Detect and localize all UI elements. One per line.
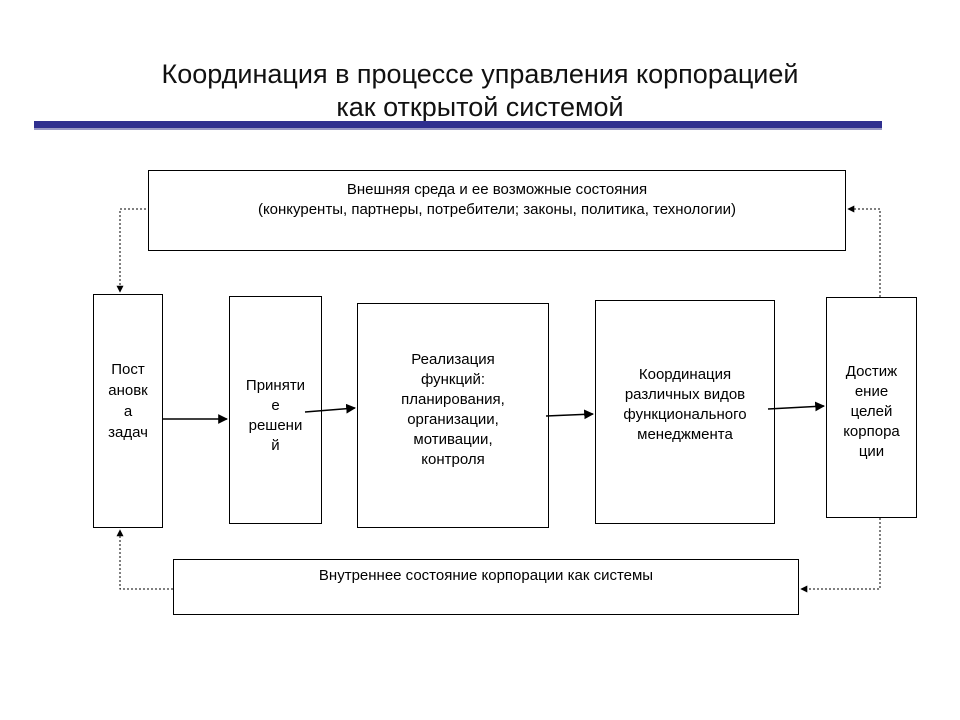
coordination-line: функционального	[623, 406, 747, 423]
internal-state-box	[173, 559, 799, 615]
coordination-line: Координация	[638, 366, 732, 383]
title-underline-bar	[34, 121, 882, 128]
goal-achievement-line: Достиж	[845, 363, 898, 380]
arrow-coordination-to-goals	[767, 401, 825, 412]
functions-implementation-line: контроля	[421, 451, 485, 468]
arrow-functions-to-coordination	[545, 409, 594, 420]
task-setting-text: Пост ановк а задач	[93, 359, 163, 443]
external-environment-line-1: Внешняя среда и ее возможные состояния	[346, 181, 648, 198]
internal-state-text: Внутреннее состояние корпорации как сист…	[173, 566, 799, 586]
coordination-line: менеджмента	[637, 426, 733, 443]
task-setting-line: Пост	[111, 361, 145, 378]
dotted-link-internal-to-task	[116, 529, 173, 590]
functions-implementation-line: функций:	[420, 371, 486, 388]
functions-implementation-line: мотивации,	[413, 431, 493, 448]
goal-achievement-text: Достиж ение целей корпора ции	[826, 362, 917, 462]
task-setting-line: ановк	[108, 382, 148, 399]
functions-implementation-box	[357, 303, 549, 528]
dotted-link-goals-to-external	[847, 205, 881, 297]
decision-making-line: й	[271, 437, 280, 454]
functions-implementation-line: планирования,	[401, 391, 505, 408]
coordination-text: Координация различных видов функциональн…	[595, 365, 775, 445]
external-environment-text: Внешняя среда и ее возможные состояния (…	[148, 180, 846, 220]
decision-making-box	[229, 296, 322, 524]
task-setting-line: а	[123, 403, 133, 420]
coordination-line: различных видов	[624, 386, 746, 403]
external-environment-box	[148, 170, 846, 251]
decision-making-line: Приняти	[245, 377, 306, 394]
decision-making-line: решени	[248, 417, 303, 434]
goal-achievement-line: ции	[858, 443, 885, 460]
functions-implementation-line: Реализация	[411, 351, 495, 368]
slide-title-line-1: Координация в процессе управления корпор…	[161, 59, 799, 89]
goal-achievement-line: корпора	[843, 423, 900, 440]
dotted-link-goals-to-internal	[800, 518, 881, 593]
slide-title-line-2: как открытой системой	[336, 92, 624, 122]
decision-making-line: е	[271, 397, 280, 414]
coordination-box	[595, 300, 775, 524]
goal-achievement-line: ение	[854, 383, 889, 400]
decision-making-text: Приняти е решени й	[229, 376, 322, 456]
arrow-decision-to-functions	[304, 403, 356, 414]
functions-implementation-text: Реализация функций: планирования, органи…	[357, 350, 549, 470]
slide-title: Координация в процессе управления корпор…	[80, 58, 880, 124]
functions-implementation-line: организации,	[407, 411, 499, 428]
goal-achievement-line: целей	[850, 403, 893, 420]
internal-state-line-1: Внутреннее состояние корпорации как сист…	[318, 567, 654, 584]
task-setting-line: задач	[108, 424, 148, 441]
task-setting-box	[93, 294, 163, 528]
external-environment-line-2: (конкуренты, партнеры, потребители; зако…	[257, 201, 737, 218]
goal-achievement-box	[826, 297, 917, 518]
dotted-link-external-to-task	[116, 208, 146, 293]
